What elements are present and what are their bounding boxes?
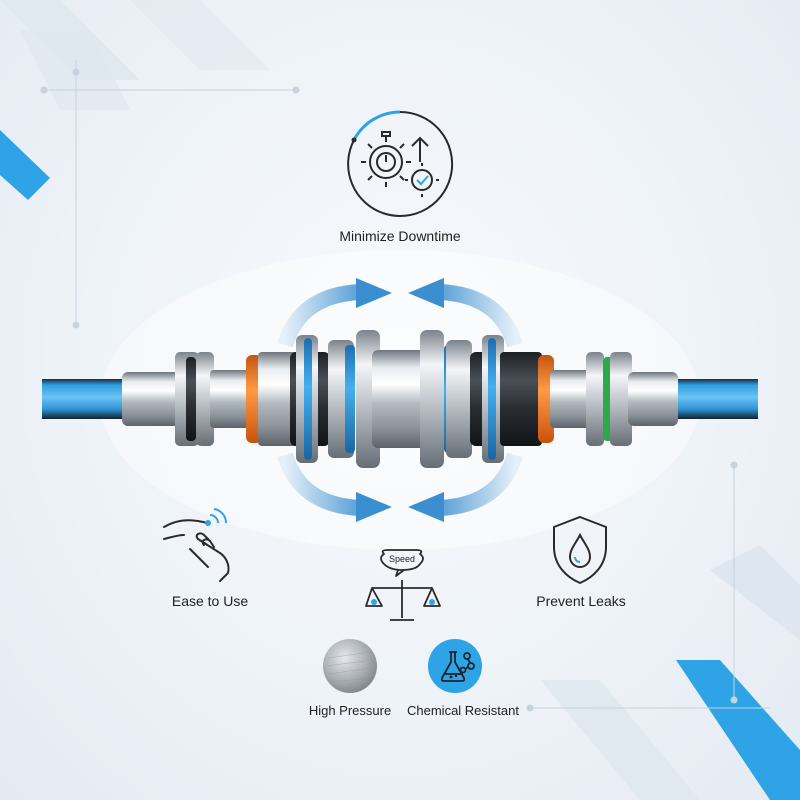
feature-label-minimize-downtime: Minimize Downtime xyxy=(339,228,461,244)
balance-scale-icon xyxy=(365,549,441,621)
blue-seal-ring-right xyxy=(488,338,496,460)
hose-left xyxy=(42,379,132,419)
flow-arrow-bottom-right xyxy=(408,452,523,522)
hose-right xyxy=(668,379,758,419)
feature-label-ease-to-use: Ease to Use xyxy=(171,593,249,609)
feature-label-prevent-leaks: Prevent Leaks xyxy=(536,593,626,609)
brushed-metal-disc-icon xyxy=(323,639,377,693)
flask-molecule-icon xyxy=(428,639,482,693)
flow-arrow-top-left xyxy=(277,278,392,348)
material-label-chemical-resistant: Chemical Resistant xyxy=(407,703,519,718)
blue-seal-ring-left xyxy=(304,338,312,460)
flow-arrow-bottom-left xyxy=(277,452,392,522)
hand-touch-icon xyxy=(163,508,230,582)
material-label-high-pressure: High Pressure xyxy=(308,703,392,718)
speed-bubble-text: Speed xyxy=(388,554,416,564)
flow-arrow-top-right xyxy=(408,278,523,348)
speed-balance-feature: Speed xyxy=(362,548,442,626)
shield-drop-icon xyxy=(553,515,607,585)
gear-stopwatch-upgrade-icon xyxy=(347,110,454,217)
